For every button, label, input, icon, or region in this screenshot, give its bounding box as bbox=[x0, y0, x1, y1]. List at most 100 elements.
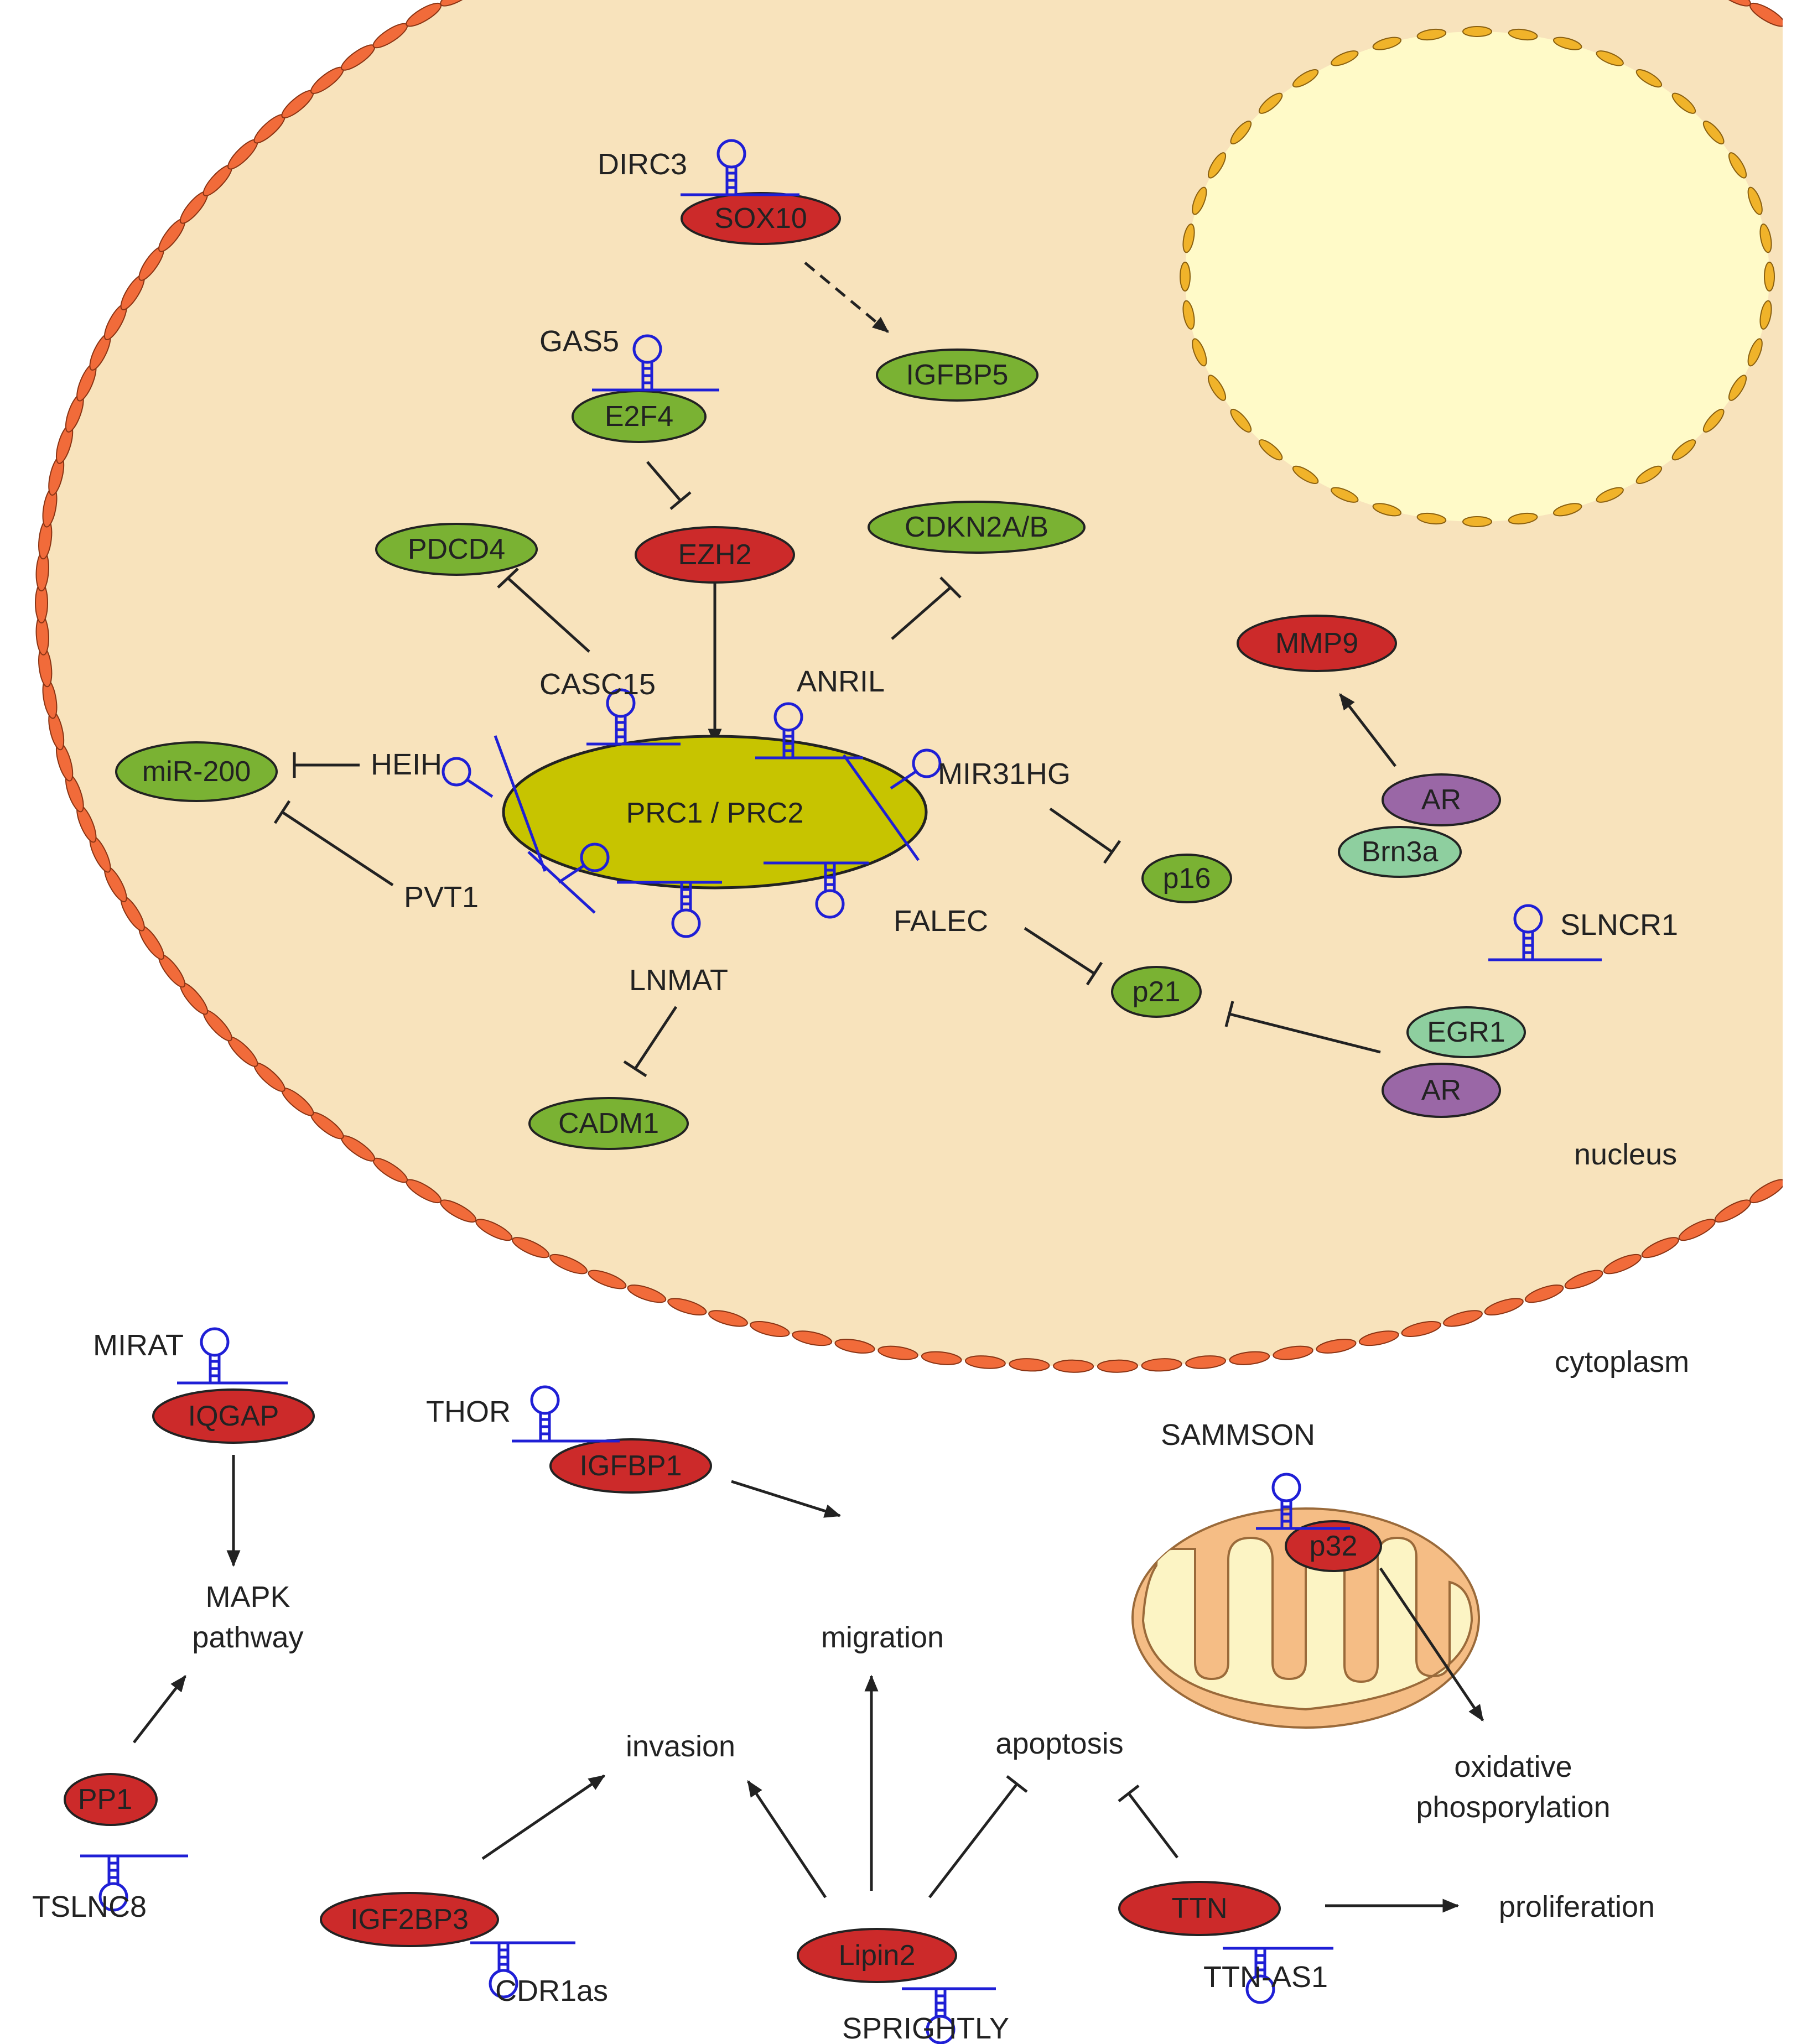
nuclear-pore bbox=[1641, 1237, 1679, 1258]
slncr1-label: SLNCR1 bbox=[1560, 908, 1678, 942]
mir200-label: miR-200 bbox=[142, 756, 251, 788]
nuclear-pore bbox=[708, 1310, 748, 1327]
ar-top-label: AR bbox=[1421, 784, 1461, 816]
node-labels: SOX10 IGFBP5 E2F4 EZH2 PDCD4 CDKN2A/B MM… bbox=[78, 202, 1505, 1972]
mir31hg-label: MIR31HG bbox=[938, 757, 1071, 790]
ttn-node bbox=[1118, 1881, 1281, 1936]
hairpin-cdr1as-icon bbox=[470, 1941, 575, 1999]
nuclear-pore bbox=[1229, 1351, 1270, 1365]
nucleolus-pore bbox=[1258, 439, 1283, 461]
nucleolus-pores bbox=[1180, 26, 1775, 527]
iqgap-label: IQGAP bbox=[188, 1400, 279, 1432]
p16-node bbox=[1141, 854, 1232, 903]
hairpin-prc-left-1-icon bbox=[442, 735, 547, 872]
edges bbox=[133, 262, 1484, 1913]
edge-e2f4-ezh2 bbox=[646, 461, 682, 502]
hairpin-prc-top-1-icon bbox=[586, 688, 681, 746]
protein-nodes bbox=[64, 192, 1526, 1983]
nucleolus-pore bbox=[1759, 223, 1772, 253]
anril-label: ANRIL bbox=[797, 665, 885, 698]
edge-igf2bp3-invasion bbox=[481, 1774, 606, 1860]
prc-label: PRC1 / PRC2 bbox=[626, 797, 804, 829]
nucleolus-pore bbox=[1508, 512, 1538, 525]
nuclear-pore bbox=[627, 1284, 667, 1303]
falec-label: FALEC bbox=[894, 904, 988, 938]
tslnc8-label: TSLNC8 bbox=[32, 1890, 147, 1923]
mapk-label-line2: pathway bbox=[192, 1621, 303, 1654]
apoptosis-label: apoptosis bbox=[995, 1727, 1123, 1760]
nuclear-pore bbox=[1564, 1270, 1603, 1289]
egr1-node bbox=[1406, 1006, 1526, 1058]
nucleolus-pore bbox=[1552, 503, 1582, 517]
hairpin-sprightly-icon bbox=[902, 1987, 996, 2044]
nuclear-pore bbox=[1484, 1298, 1524, 1316]
lnmat-label: LNMAT bbox=[629, 964, 728, 997]
pp1-label: PP1 bbox=[78, 1783, 132, 1816]
nucleolus-pore bbox=[1207, 152, 1227, 179]
edge-ar-mmp9 bbox=[1339, 693, 1396, 767]
cdr1as-label: CDR1as bbox=[495, 1974, 608, 2007]
nuclear-pore bbox=[1358, 1330, 1399, 1346]
hairpin-prc-bot-1-icon bbox=[617, 881, 722, 938]
ttn-label: TTN bbox=[1171, 1892, 1227, 1925]
mirat-label: MIRAT bbox=[93, 1329, 184, 1362]
pp1-node bbox=[64, 1773, 158, 1826]
nucleolus-pore bbox=[1747, 338, 1763, 367]
casc15-label: CASC15 bbox=[539, 668, 656, 701]
nuclear-pore bbox=[877, 1345, 918, 1360]
nucleolus-pore bbox=[1230, 121, 1252, 145]
nucleolus-pore bbox=[1508, 28, 1538, 41]
igfbp1-label: IGFBP1 bbox=[580, 1450, 682, 1482]
edge-pp1-mapk bbox=[133, 1675, 186, 1744]
nucleolus-pore bbox=[1671, 92, 1696, 114]
invasion-label: invasion bbox=[626, 1730, 735, 1763]
edge-casc15-pdcd4 bbox=[507, 577, 590, 653]
nucleolus-pore bbox=[1596, 50, 1624, 66]
nuclear-pore bbox=[1524, 1284, 1564, 1303]
nuclear-pores bbox=[35, 0, 1783, 1373]
nucleolus-pore bbox=[1207, 375, 1227, 401]
brn3a-label: Brn3a bbox=[1362, 836, 1439, 868]
nucleolus-pore bbox=[1671, 439, 1696, 461]
igfbp5-node bbox=[876, 349, 1038, 402]
pdcd4-label: PDCD4 bbox=[408, 533, 505, 565]
nuclear-pore bbox=[1749, 2, 1783, 27]
edge-egr1-p21 bbox=[1229, 1012, 1381, 1054]
pdcd4-node bbox=[375, 523, 538, 576]
nucleolus-pore bbox=[1180, 262, 1191, 292]
nucleolus-pore bbox=[1462, 516, 1492, 527]
ttn-as1-label: TTN-AS1 bbox=[1203, 1960, 1328, 1994]
nuclear-pore bbox=[1273, 1345, 1313, 1360]
thor-label: THOR bbox=[426, 1395, 511, 1428]
nucleolus-pore bbox=[1747, 186, 1763, 215]
hairpin-prc-left-2-icon bbox=[527, 842, 610, 914]
edge-anril-cdkn2ab bbox=[891, 586, 952, 640]
nucleolus-pore bbox=[1182, 223, 1195, 253]
p32-label: p32 bbox=[1310, 1530, 1358, 1562]
nuclear-pore bbox=[1401, 1320, 1441, 1338]
ezh2-node bbox=[635, 526, 795, 584]
nuclear-pore bbox=[475, 1219, 513, 1241]
p32-node bbox=[1285, 1520, 1382, 1572]
nucleolus-pore bbox=[1331, 50, 1359, 66]
nuclear-pore bbox=[750, 1320, 790, 1338]
nucleolus-pore bbox=[1292, 465, 1319, 484]
hairpin-ttn-as1-icon bbox=[1223, 1947, 1333, 2004]
sprightly-label: SPRIGHTLY bbox=[842, 2012, 1009, 2044]
nucleolus-pore bbox=[1764, 262, 1775, 292]
edge-mir31hg-p16 bbox=[1049, 807, 1113, 854]
proliferation-label: proliferation bbox=[1499, 1890, 1655, 1923]
oxphos-label-line2: phosporylation bbox=[1416, 1791, 1610, 1824]
mapk-label-line1: MAPK bbox=[205, 1580, 290, 1614]
nuclear-pore bbox=[1678, 1219, 1716, 1241]
nucleolus-pore bbox=[1192, 186, 1207, 215]
cdkn2ab-node bbox=[868, 501, 1086, 554]
cytoplasm-label: cytoplasm bbox=[1555, 1345, 1689, 1379]
nuclear-pore bbox=[1603, 1254, 1642, 1275]
nucleolus-pore bbox=[1728, 152, 1747, 179]
nucleolus-pore bbox=[1702, 408, 1725, 433]
sox10-node bbox=[681, 192, 841, 245]
edge-falec-p21 bbox=[1024, 927, 1095, 975]
e2f4-label: E2F4 bbox=[605, 401, 673, 433]
